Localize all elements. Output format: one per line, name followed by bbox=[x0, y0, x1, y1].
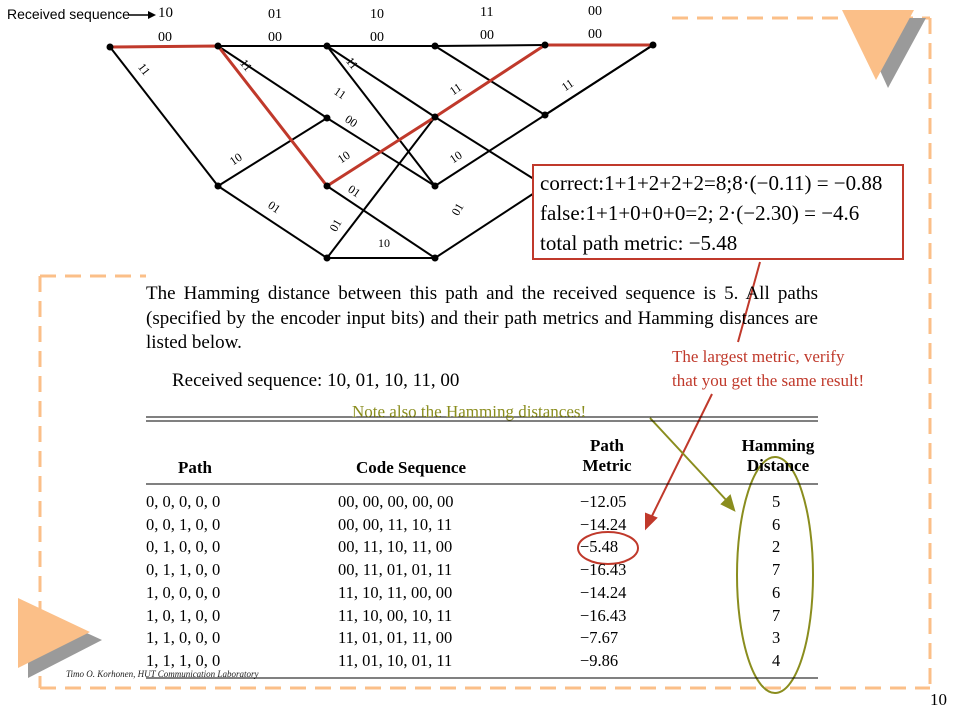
branch-label: 00 bbox=[588, 27, 602, 42]
cell-path: 1, 1, 1, 0, 0 bbox=[146, 650, 221, 670]
hamming-paragraph: The Hamming distance between this path a… bbox=[146, 283, 818, 353]
cell-path-metric: −14.24 bbox=[580, 582, 627, 602]
page-number: 10 bbox=[930, 690, 947, 709]
corner-triangle-bottom bbox=[18, 598, 102, 678]
cell-path: 1, 0, 1, 0, 0 bbox=[146, 605, 221, 625]
red-arrows bbox=[645, 261, 761, 531]
cell-code-sequence: 00, 00, 00, 00, 00 bbox=[338, 492, 454, 511]
largest-metric-note-line-2: that you get the same result! bbox=[672, 371, 865, 390]
cell-path-metric: −16.43 bbox=[580, 605, 627, 625]
cell-hamming-distance: 3 bbox=[772, 628, 781, 648]
cell-hamming-distance: 4 bbox=[772, 650, 781, 670]
cell-path-metric: −5.48 bbox=[580, 537, 619, 557]
metric-calculation-box: correct:1+1+2+2+2=8;8·(−0.11) = −0.88 fa… bbox=[532, 164, 904, 260]
cell-hamming-distance: 2 bbox=[772, 537, 781, 557]
cell-path-metric: −14.24 bbox=[580, 514, 627, 534]
cell-code-sequence: 11, 01, 01, 11, 00 bbox=[338, 628, 453, 648]
cell-path-metric: −16.43 bbox=[580, 560, 627, 580]
cell-path: 0, 1, 0, 0, 0 bbox=[146, 537, 221, 557]
cell-path: 0, 1, 1, 0, 0 bbox=[146, 560, 221, 580]
received-symbol-4: 11 bbox=[480, 5, 494, 20]
received-symbol-3: 10 bbox=[370, 7, 384, 22]
header-path-metric-line-1: Path bbox=[590, 436, 624, 455]
branch-label: 00 bbox=[370, 30, 384, 45]
largest-metric-note: The largest metric, verify that you get … bbox=[672, 345, 864, 393]
header-path-metric-line-2: Metric bbox=[582, 456, 632, 475]
cell-code-sequence: 00, 11, 01, 01, 11 bbox=[338, 560, 453, 580]
header-code-sequence: Code Sequence bbox=[355, 458, 467, 477]
header-path-metric: Path Metric bbox=[572, 436, 642, 476]
cell-code-sequence: 11, 10, 11, 00, 00 bbox=[338, 582, 453, 602]
received-symbol-5: 00 bbox=[588, 4, 602, 19]
largest-metric-note-line-1: The largest metric, verify bbox=[672, 347, 845, 366]
cell-path-metric: −7.67 bbox=[580, 628, 619, 648]
table-rules bbox=[146, 416, 818, 679]
olive-arrow bbox=[649, 417, 736, 512]
cell-hamming-distance: 7 bbox=[772, 605, 781, 625]
cell-hamming-distance: 7 bbox=[772, 560, 781, 580]
cell-path: 0, 0, 0, 0, 0 bbox=[146, 492, 221, 511]
survivor-path bbox=[109, 43, 653, 188]
cell-hamming-distance: 6 bbox=[772, 582, 781, 602]
cell-hamming-distance: 6 bbox=[772, 514, 781, 534]
cell-path-metric: −12.05 bbox=[580, 492, 627, 511]
correct-metric-line: correct:1+1+2+2+2=8;8·(−0.11) = −0.88 bbox=[540, 171, 883, 195]
cell-path: 1, 0, 0, 0, 0 bbox=[146, 582, 221, 602]
highlight-ellipse-hamming bbox=[736, 456, 814, 694]
branch-label: 00 bbox=[480, 28, 494, 43]
cell-code-sequence: 11, 10, 00, 10, 11 bbox=[338, 605, 453, 625]
cell-path-metric: −9.86 bbox=[580, 650, 619, 670]
header-hamming-line-1: Hamming bbox=[741, 436, 815, 455]
cell-hamming-distance: 5 bbox=[772, 492, 781, 511]
cell-code-sequence: 00, 11, 10, 11, 00 bbox=[338, 537, 453, 557]
hamming-note: Note also the Hamming distances! bbox=[352, 402, 587, 421]
received-arrow-icon bbox=[128, 11, 156, 19]
header-hamming-distance: Hamming Distance bbox=[730, 436, 826, 476]
cell-code-sequence: 00, 00, 11, 10, 11 bbox=[338, 514, 453, 534]
branch-label: 00 bbox=[158, 30, 172, 45]
received-symbol-2: 01 bbox=[268, 7, 282, 22]
false-metric-line: false:1+1+0+0+0=2; 2·(−2.30) = −4.6 bbox=[540, 201, 860, 225]
total-metric-line: total path metric: −5.48 bbox=[540, 231, 738, 255]
corner-triangle-top bbox=[842, 10, 926, 88]
received-sequence-label: Received sequence bbox=[7, 6, 130, 22]
header-path: Path bbox=[178, 458, 212, 477]
branch-label: 10 bbox=[378, 236, 390, 250]
cell-code-sequence: 11, 01, 10, 01, 11 bbox=[338, 650, 453, 670]
branch-label: 00 bbox=[268, 30, 282, 45]
highlight-circle-metric bbox=[577, 531, 639, 565]
received-symbol-1: 10 bbox=[158, 5, 173, 21]
received-sequence-line: Received sequence: 10, 01, 10, 11, 00 bbox=[172, 370, 460, 391]
cell-path: 0, 0, 1, 0, 0 bbox=[146, 514, 221, 534]
footer-credit: Timo O. Korhonen, HUT Communication Labo… bbox=[66, 669, 259, 679]
cell-path: 1, 1, 0, 0, 0 bbox=[146, 628, 221, 648]
header-hamming-line-2: Distance bbox=[746, 456, 810, 475]
